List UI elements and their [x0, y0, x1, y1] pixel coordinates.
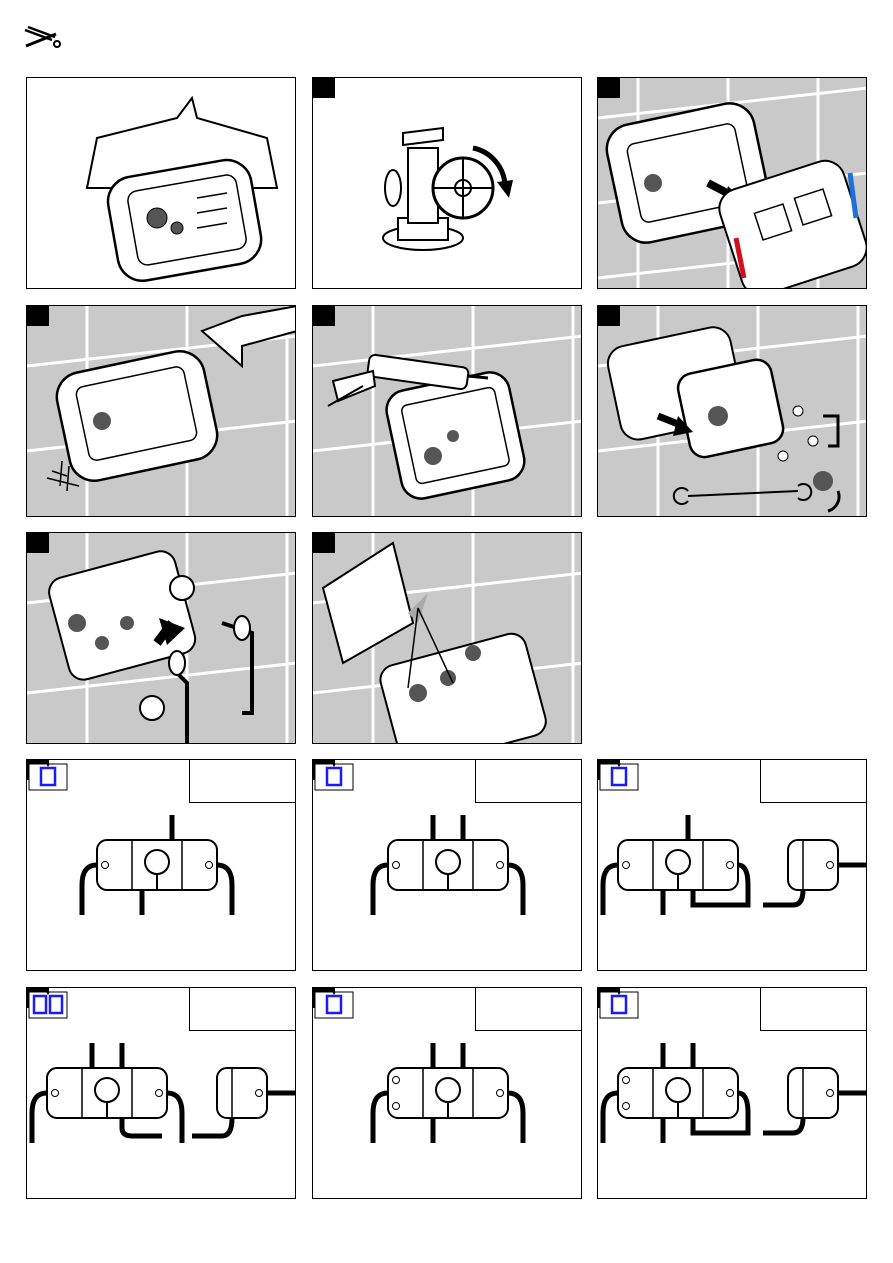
panel-box-cover: [597, 77, 867, 289]
box-cover-icon: [598, 78, 867, 289]
panel-remove-plugs: [597, 305, 867, 517]
manual-book-icon: [598, 760, 640, 794]
panel-flush: [312, 532, 582, 744]
manual-book-icon: [27, 760, 69, 794]
flush-icon: [313, 533, 582, 744]
panel-wall-depth: [26, 305, 296, 517]
panel-mounting-box: [26, 77, 296, 289]
manual-book-icon: [27, 988, 69, 1022]
panel-diagram-6: [597, 987, 867, 1199]
panel-silicone: [312, 305, 582, 517]
manual-book-icon: [598, 988, 640, 1022]
panel-diagram-1: [26, 759, 296, 971]
panel-diagram-2: [312, 759, 582, 971]
panel-diagram-5: [312, 987, 582, 1199]
remove-plugs-icon: [598, 306, 867, 517]
panel-shut-off-valve: [312, 77, 582, 289]
manual-book-icon: [313, 760, 355, 794]
mounting-box-icon: [27, 78, 296, 289]
shut-off-valve-icon: [313, 78, 582, 289]
manual-book-icon: [313, 988, 355, 1022]
panel-insert-plugs: [26, 532, 296, 744]
wall-depth-icon: [27, 306, 296, 517]
silicone-gun-icon: [313, 306, 582, 517]
wrench-screwdriver-icon: [22, 24, 62, 52]
panel-diagram-3: [597, 759, 867, 971]
insert-plugs-icon: [27, 533, 296, 744]
panel-diagram-4: [26, 987, 296, 1199]
